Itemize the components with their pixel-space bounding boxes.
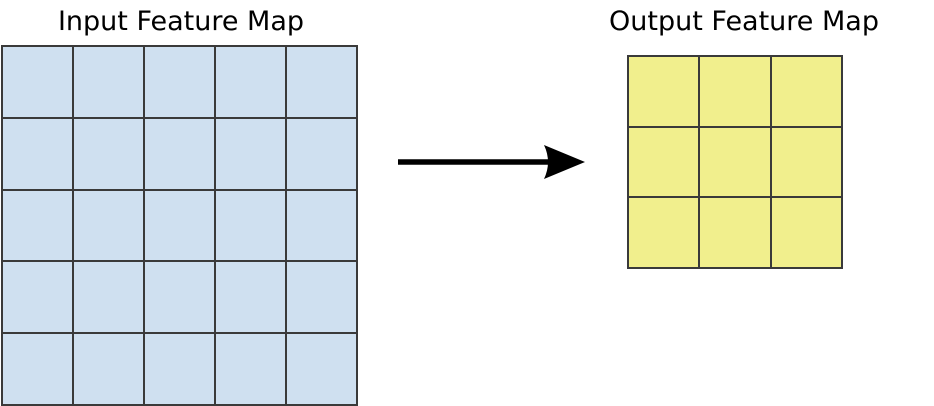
input-cell-r4c3 bbox=[216, 334, 285, 404]
output-cell-r2c2 bbox=[771, 198, 841, 267]
input-cell-r4c1 bbox=[74, 334, 143, 404]
output-cell-r2c0 bbox=[629, 198, 699, 267]
input-cell-r1c0 bbox=[3, 118, 72, 189]
input-cell-r1c3 bbox=[216, 118, 285, 189]
output-cell-r0c1 bbox=[700, 57, 770, 126]
input-cell-r2c3 bbox=[216, 190, 285, 261]
output-cell-r0c2 bbox=[771, 57, 841, 126]
output-cell-r1c2 bbox=[771, 127, 841, 197]
input-cell-r4c4 bbox=[287, 334, 356, 404]
input-cell-r3c4 bbox=[287, 262, 356, 333]
output-feature-map-grid bbox=[627, 55, 843, 269]
input-feature-map-title: Input Feature Map bbox=[57, 6, 305, 37]
input-cell-r2c1 bbox=[74, 190, 143, 261]
input-cell-r3c3 bbox=[216, 262, 285, 333]
input-cell-r4c0 bbox=[3, 334, 72, 404]
output-cell-r1c1 bbox=[700, 127, 770, 197]
input-cell-r1c4 bbox=[287, 118, 356, 189]
right-arrow-icon bbox=[398, 145, 585, 179]
output-cell-r0c0 bbox=[629, 57, 699, 126]
input-cell-r2c4 bbox=[287, 190, 356, 261]
input-cell-r3c0 bbox=[3, 262, 72, 333]
input-cell-r0c3 bbox=[216, 47, 285, 117]
input-cell-r1c2 bbox=[145, 118, 214, 189]
input-cell-r1c1 bbox=[74, 118, 143, 189]
input-cell-r2c0 bbox=[3, 190, 72, 261]
input-feature-map-grid bbox=[1, 45, 358, 406]
input-cell-r0c1 bbox=[74, 47, 143, 117]
input-cell-r4c2 bbox=[145, 334, 214, 404]
output-cell-r1c0 bbox=[629, 127, 699, 197]
input-cell-r0c4 bbox=[287, 47, 356, 117]
input-cell-r2c2 bbox=[145, 190, 214, 261]
input-cell-r3c1 bbox=[74, 262, 143, 333]
input-cell-r3c2 bbox=[145, 262, 214, 333]
output-cell-r2c1 bbox=[700, 198, 770, 267]
output-feature-map-title: Output Feature Map bbox=[609, 6, 879, 37]
input-cell-r0c2 bbox=[145, 47, 214, 117]
input-cell-r0c0 bbox=[3, 47, 72, 117]
